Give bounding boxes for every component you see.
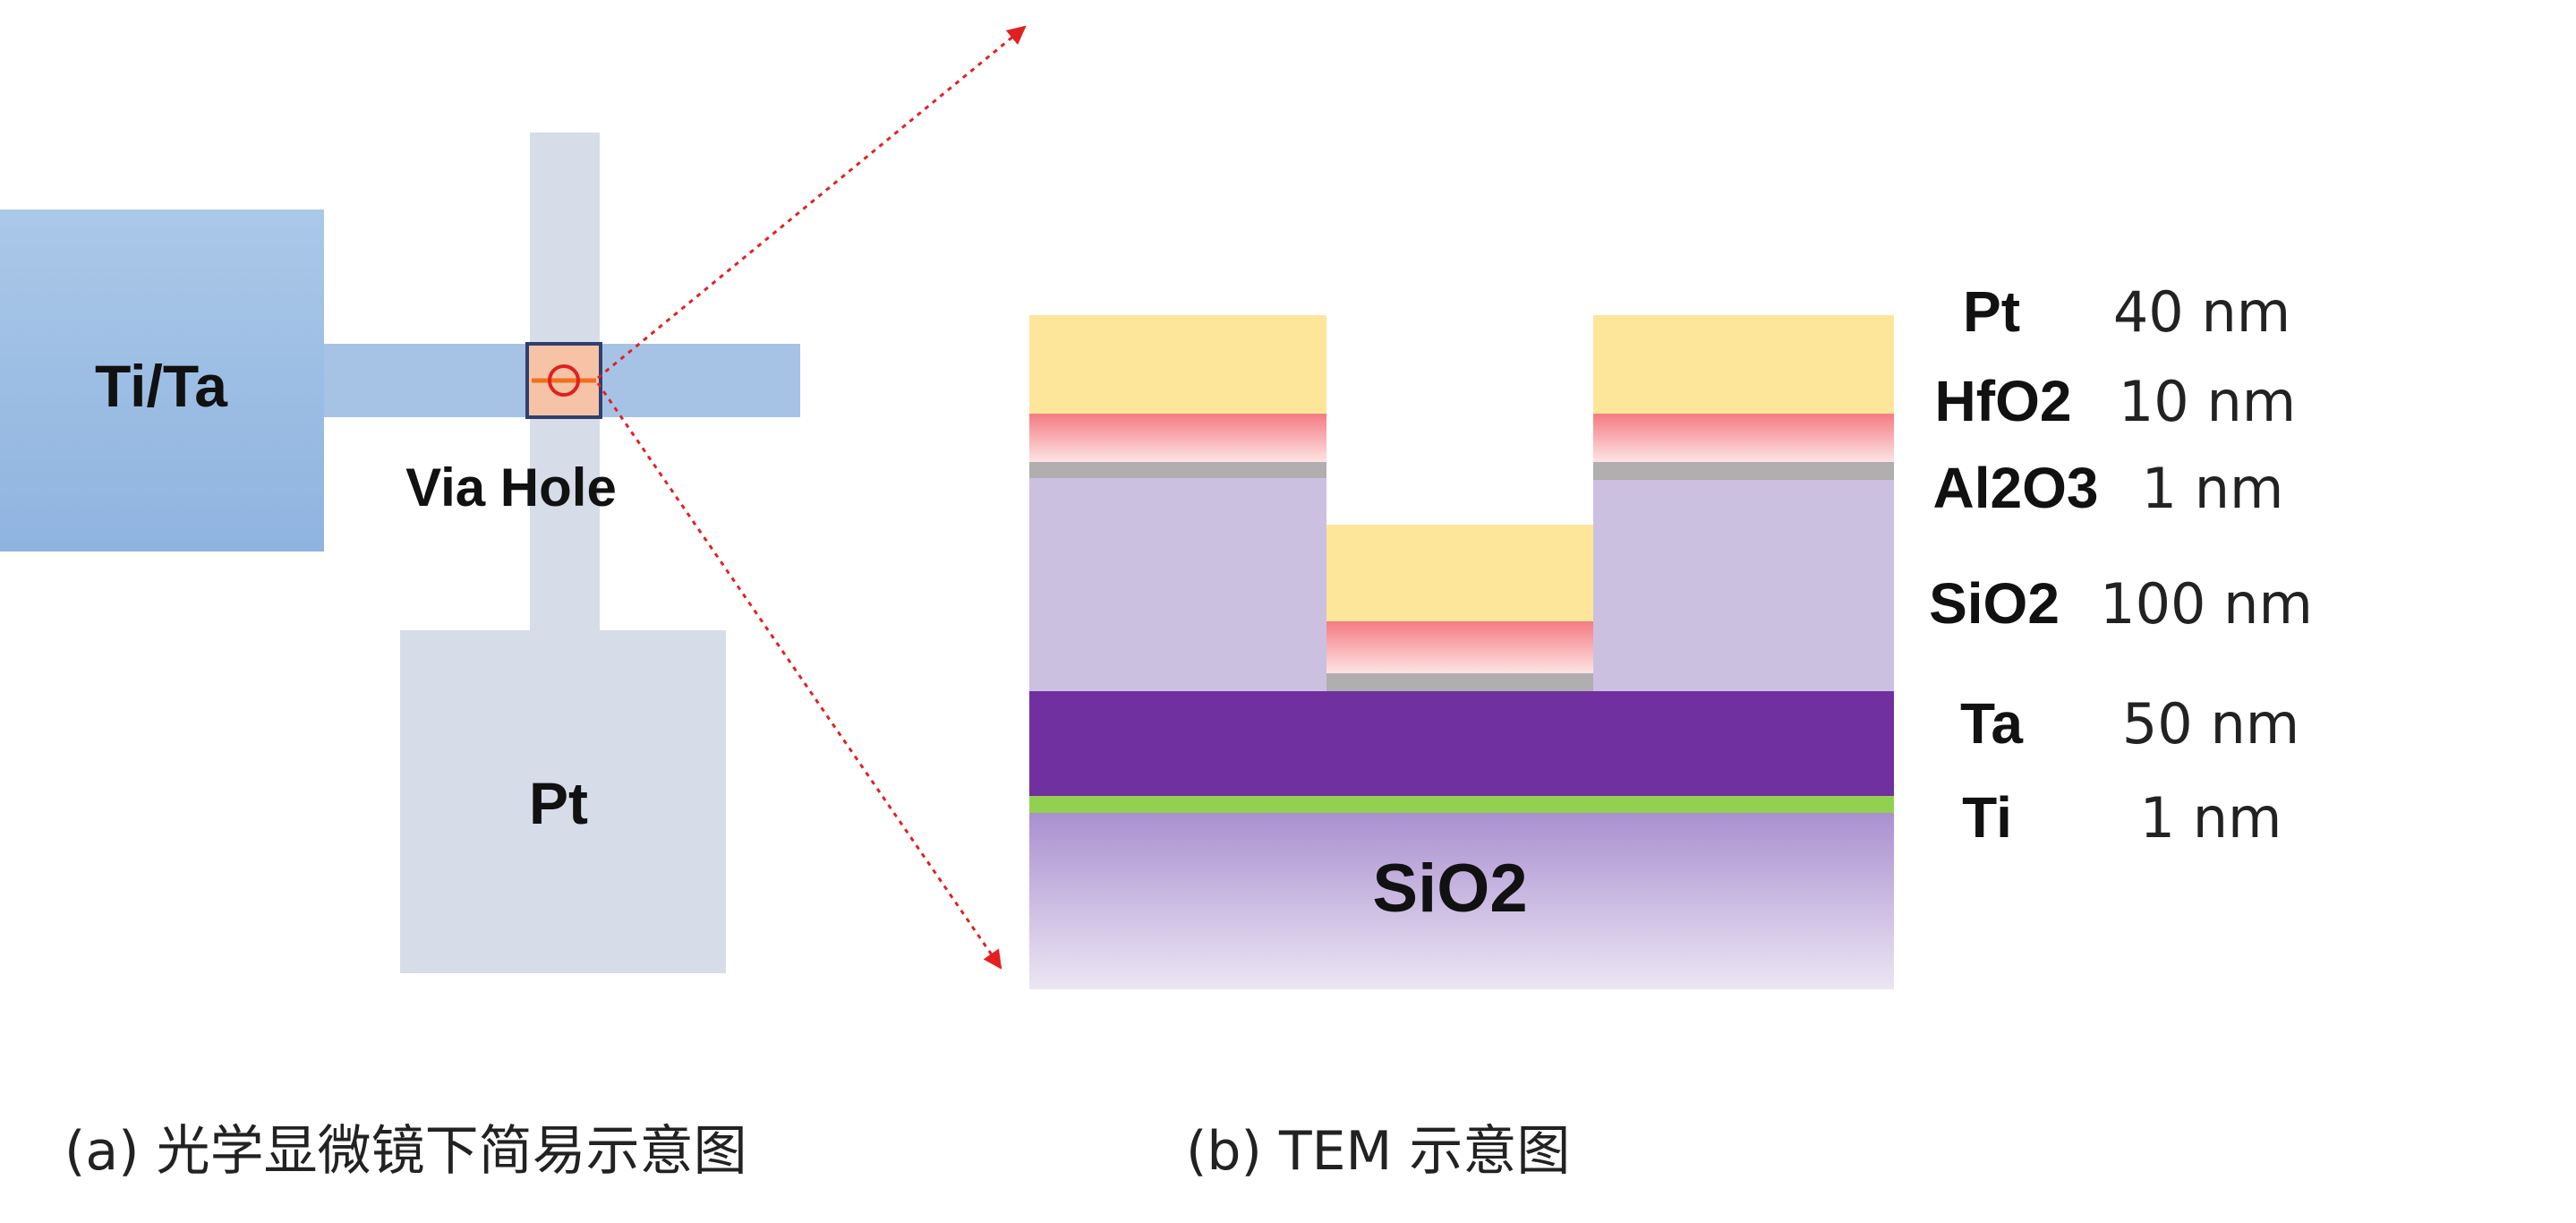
- layer-legend: Pt 40 nm HfO2 10 nm Al2O3 1 nm SiO2 100 …: [1929, 279, 2313, 851]
- legend-thickness-ta: 50 nm: [2122, 691, 2299, 757]
- legend-material-ti: Ti: [1962, 785, 2012, 850]
- left-hfo2-layer: [1029, 414, 1326, 462]
- substrate-label: SiO2: [1372, 851, 1527, 927]
- legend-material-pt: Pt: [1963, 279, 2020, 344]
- label-pt-pad: Pt: [529, 770, 588, 836]
- zoom-arrow-top: [597, 25, 1027, 380]
- caption-a: (a) 光学显微镜下简易示意图: [64, 1120, 747, 1183]
- tita-pad: [0, 210, 324, 552]
- left-sio2-spacer: [1029, 478, 1326, 691]
- legend-material-sio2: SiO2: [1929, 571, 2060, 636]
- label-tita: Ti/Ta: [95, 353, 228, 419]
- legend-material-al2o3: Al2O3: [1933, 456, 2099, 520]
- legend-material-hfo2: HfO2: [1935, 369, 2072, 433]
- legend-thickness-al2o3: 1 nm: [2142, 456, 2284, 521]
- zoom-arrow-bottom: [596, 382, 1002, 970]
- left-al2o3-layer: [1029, 462, 1326, 478]
- legend-thickness-ti: 1 nm: [2140, 785, 2282, 851]
- pt-pad: [400, 630, 726, 973]
- via-al2o3-layer: [1326, 673, 1593, 691]
- left-pt-layer: [1029, 315, 1326, 414]
- via-hfo2-layer: [1326, 621, 1593, 673]
- right-hfo2-layer: [1593, 414, 1894, 462]
- legend-thickness-sio2: 100 nm: [2100, 571, 2313, 637]
- legend-thickness-hfo2: 10 nm: [2119, 369, 2296, 434]
- caption-b: (b) TEM 示意图: [1186, 1120, 1570, 1183]
- via-hole-circle: [548, 364, 580, 397]
- panel-a: Ti/Ta Via Hole Pt (a) 光学显微镜下简易示意图: [0, 133, 800, 1183]
- legend-thickness-pt: 40 nm: [2113, 279, 2290, 345]
- ti-layer: [1029, 796, 1894, 813]
- substrate-sio2: [1029, 811, 1894, 989]
- via-pt-layer: [1326, 525, 1593, 621]
- right-al2o3-layer: [1593, 462, 1894, 480]
- right-pt-layer: [1593, 315, 1894, 414]
- legend-material-ta: Ta: [1960, 691, 2023, 756]
- label-via-hole: Via Hole: [405, 458, 617, 517]
- right-sio2-spacer: [1593, 480, 1894, 691]
- panel-b: SiO2 Pt 40 nm HfO2 10 nm Al2O3 1 nm SiO2…: [1029, 279, 2313, 1183]
- ta-layer: [1029, 691, 1894, 796]
